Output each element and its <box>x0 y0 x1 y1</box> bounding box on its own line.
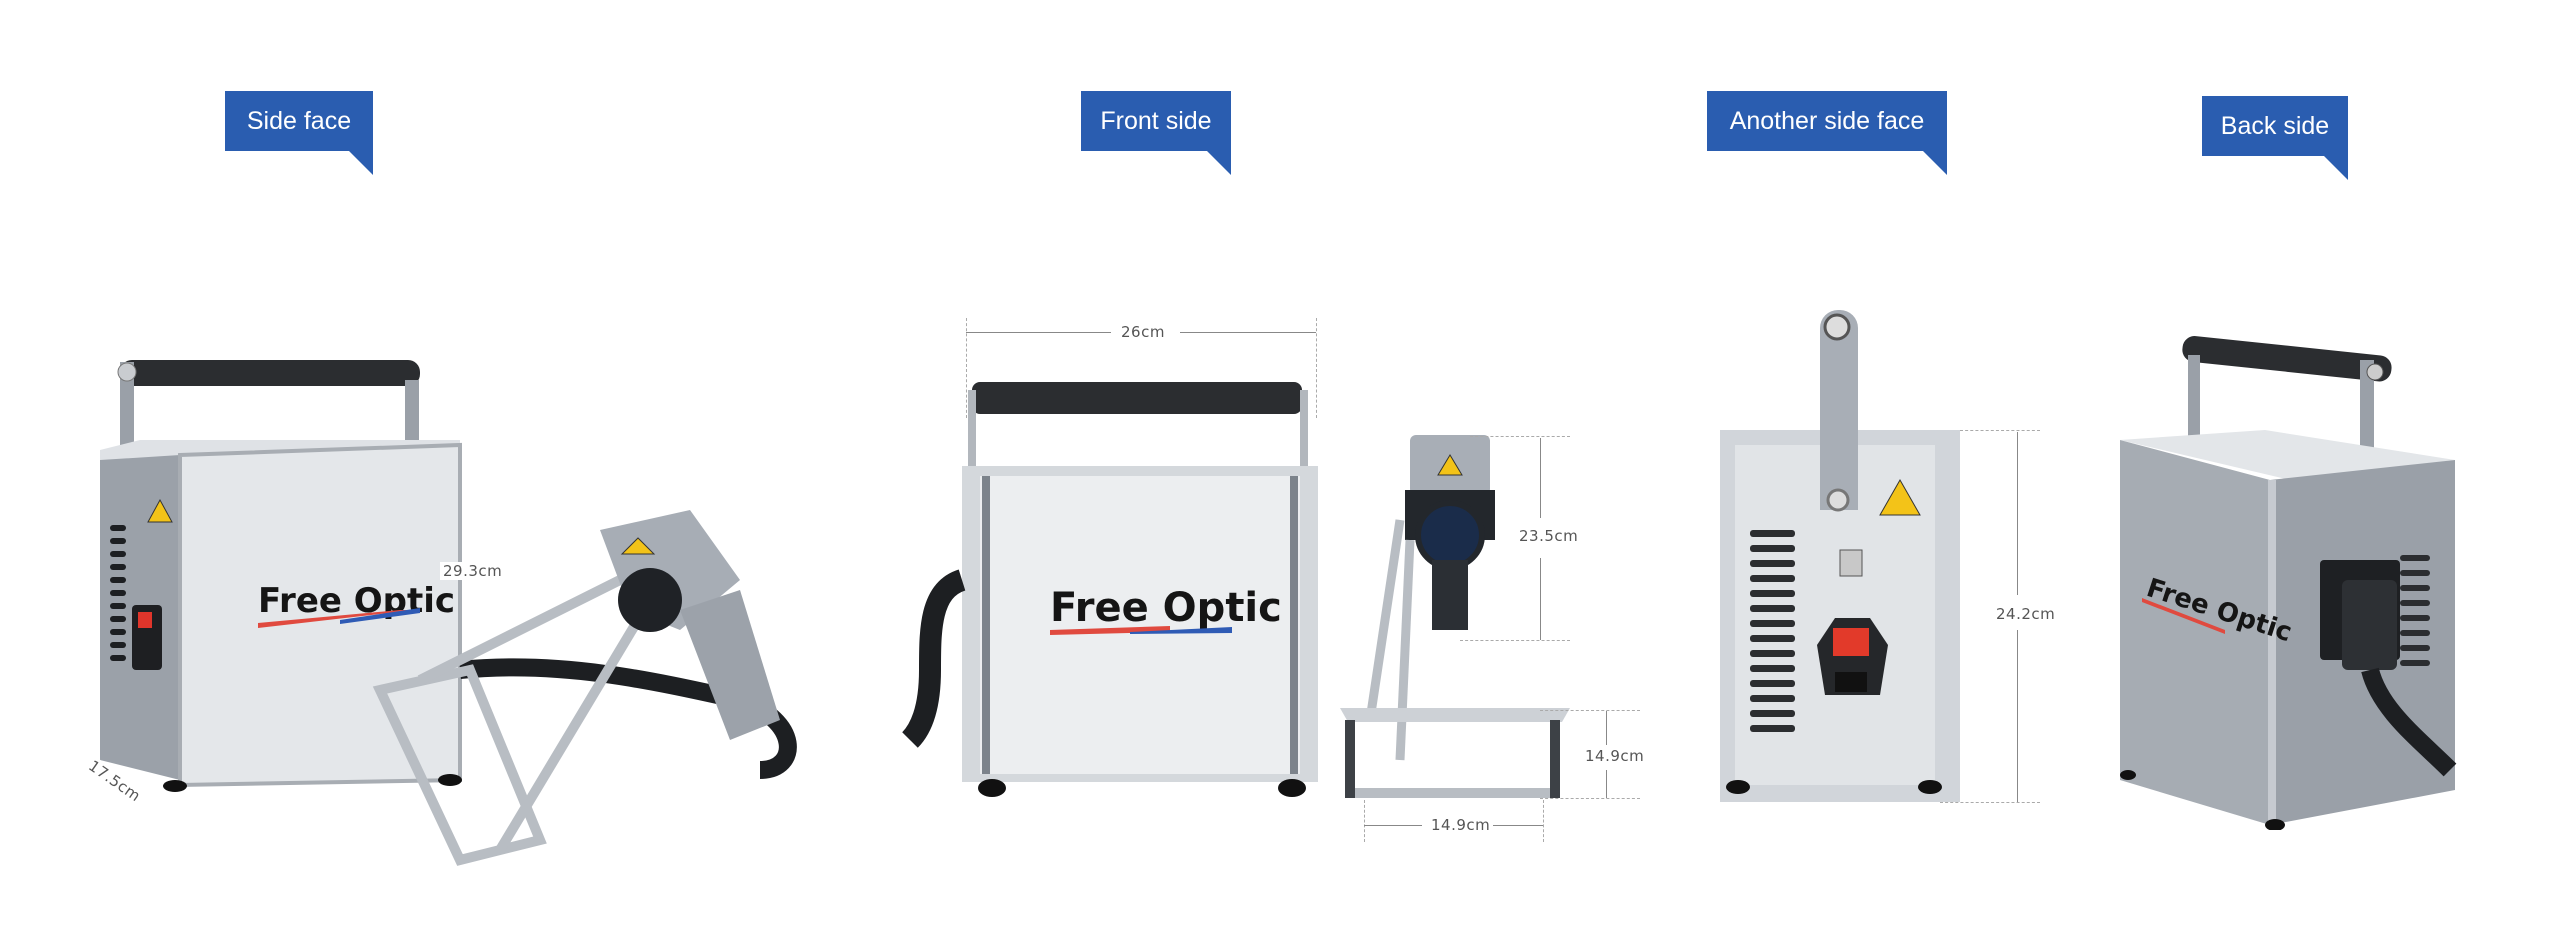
side-face-badge: Side face <box>225 91 373 175</box>
front-frame-width-label: 14.9cm <box>1428 816 1494 834</box>
handle-grip <box>120 360 420 386</box>
back-side-badge: Back side <box>2202 96 2348 180</box>
laser-warning-icon <box>147 498 173 523</box>
front-head-height-label: 23.5cm <box>1516 527 1582 545</box>
usb-port <box>1839 549 1863 577</box>
front-side-illustration: Free Optic <box>901 382 1318 797</box>
brand-logo: Free Optic <box>1050 585 1282 631</box>
front-width-label: 26cm <box>1118 323 1168 341</box>
power-switch <box>1833 628 1869 656</box>
front-scanner-illustration <box>1340 435 1570 798</box>
side-head-length-label: 29.3cm <box>440 562 506 580</box>
back-height-label: 24.2cm <box>1993 605 2059 623</box>
front-frame-height-label: 14.9cm <box>1582 747 1648 765</box>
power-switch <box>138 612 152 628</box>
side-face-illustration: Free Optic <box>100 360 797 866</box>
front-side-badge: Front side <box>1081 91 1231 175</box>
another-side-face-badge: Another side face <box>1707 91 1947 175</box>
back-side-illustration: Free Optic <box>2120 336 2457 830</box>
another-side-illustration <box>1720 310 1960 802</box>
laser-warning-icon <box>1879 478 1921 516</box>
